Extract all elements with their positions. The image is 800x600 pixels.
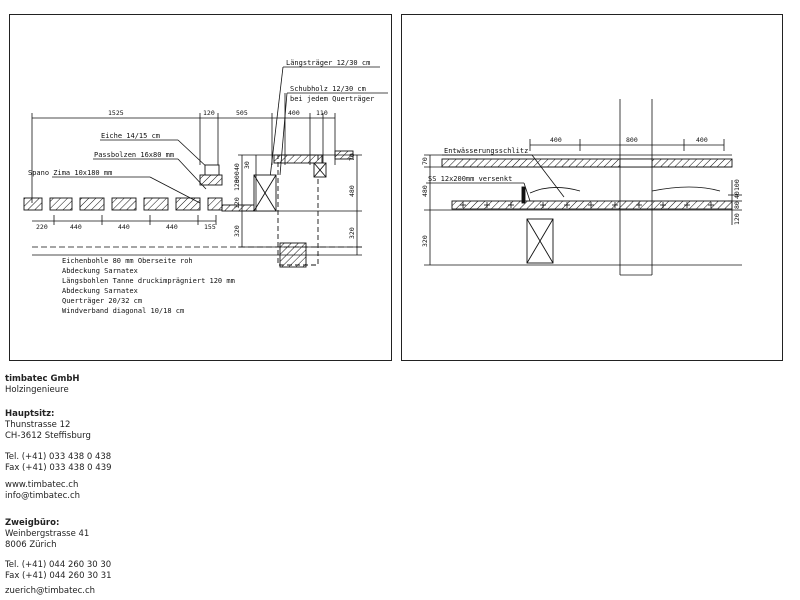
label-entwaesserung: Entwässerungsschlitz <box>444 147 528 155</box>
dim-bottom: 220 <box>36 223 48 231</box>
label-spano: Spano Zima 10x180 mm <box>28 169 112 177</box>
dim-vertical: 40 <box>233 163 241 171</box>
deck-board <box>49 197 73 211</box>
right-section-drawing: Entwässerungsschlitz SS 12x200mm versenk… <box>401 14 783 361</box>
branch-contact-block: Tel. (+41) 044 260 30 30 Fax (+41) 044 2… <box>5 560 112 582</box>
label-eiche: Eiche 14/15 cm <box>101 132 160 140</box>
label-schubholz: Schubholz 12/30 cm <box>290 85 366 93</box>
dim-vertical: 320 <box>233 225 241 237</box>
branch-block: Zweigbüro: Weinbergstrasse 41 8006 Züric… <box>5 518 89 551</box>
dim-vertical: 40 <box>733 191 741 199</box>
web-block: www.timbatec.ch info@timbatec.ch <box>5 480 80 502</box>
email-link[interactable]: info@timbatec.ch <box>5 491 81 501</box>
branch-fax: Fax (+41) 044 260 30 31 <box>5 571 112 581</box>
company-name: timbatec GmbH <box>5 374 80 384</box>
eiche-block <box>204 164 220 176</box>
note-line: Abdeckung Sarnatex <box>62 267 138 275</box>
screw-marks <box>460 202 714 208</box>
dim-top: 400 <box>550 136 562 144</box>
dim-vertical: 320 <box>421 235 429 247</box>
dim-top: 505 <box>236 109 248 117</box>
deck-board <box>23 197 43 211</box>
dim-top: 1525 <box>108 109 124 117</box>
dim-vertical: 120 <box>233 197 241 209</box>
dim-bottom: 440 <box>118 223 130 231</box>
dim-bottom: 440 <box>166 223 178 231</box>
hq-heading: Hauptsitz: <box>5 409 55 419</box>
hq-block: Hauptsitz: Thunstrasse 12 CH-3612 Steffi… <box>5 409 91 442</box>
dim-vertical: 120 <box>233 179 241 191</box>
oak-plank <box>199 174 223 186</box>
deck-board <box>143 197 169 211</box>
label-schubholz-note: bei jedem Querträger <box>290 95 374 103</box>
dim-vertical: 30 <box>243 161 251 169</box>
dim-vertical: 320 <box>348 227 356 239</box>
dim-top: 120 <box>203 109 215 117</box>
dim-vertical: 480 <box>421 185 429 197</box>
note-line: Windverband diagonal 10/18 cm <box>62 307 184 315</box>
dim-top: 110 <box>316 109 328 117</box>
branch-email-block: zuerich@timbatec.ch <box>5 586 95 597</box>
dim-vertical: 80 <box>733 201 741 209</box>
note-line: Längsbohlen Tanne druckimprägniert 120 m… <box>62 277 235 285</box>
hq-tel: Tel. (+41) 033 438 0 438 <box>5 452 112 462</box>
dim-bottom: 155 <box>204 223 216 231</box>
dim-vertical: 300 <box>233 171 241 183</box>
dim-vertical: 120 <box>733 213 741 225</box>
right-drawing-svg: Entwässerungsschlitz SS 12x200mm versenk… <box>421 99 742 276</box>
hq-fax: Fax (+41) 033 438 0 439 <box>5 463 112 473</box>
branch-tel: Tel. (+41) 044 260 30 30 <box>5 560 112 570</box>
hq-contact-block: Tel. (+41) 033 438 0 438 Fax (+41) 033 4… <box>5 452 112 474</box>
company-block: timbatec GmbH Holzingenieure <box>5 374 80 396</box>
label-ss: SS 12x200mm versenkt <box>428 175 512 183</box>
website-link[interactable]: www.timbatec.ch <box>5 480 79 490</box>
hq-street: Thunstrasse 12 <box>5 420 71 430</box>
drainage-curve <box>529 187 581 194</box>
left-drawing-svg: Längsträger 12/30 cm Schubholz 12/30 cm … <box>23 59 388 315</box>
dim-bottom: 440 <box>70 223 82 231</box>
note-line: Abdeckung Sarnatex <box>62 287 138 295</box>
dim-top: 400 <box>288 109 300 117</box>
deck-board <box>111 197 137 211</box>
deck-board <box>175 197 201 211</box>
company-subtitle: Holzingenieure <box>5 385 69 395</box>
dim-top: 400 <box>696 136 708 144</box>
branch-email-link[interactable]: zuerich@timbatec.ch <box>5 586 96 596</box>
dim-vertical: 100 <box>733 179 741 191</box>
column-cap <box>273 154 323 164</box>
dim-vertical: 480 <box>348 185 356 197</box>
deck-board <box>79 197 105 211</box>
note-line: Eichenbohle 80 mm Oberseite roh <box>62 257 193 265</box>
ss-bolt <box>521 186 526 204</box>
left-section-drawing: Längsträger 12/30 cm Schubholz 12/30 cm … <box>9 14 392 361</box>
top-deck-hatched <box>441 158 733 168</box>
column-foot <box>279 242 307 268</box>
right-deck-plank <box>334 150 354 160</box>
deck-board <box>207 197 223 211</box>
label-passbolzen: Passbolzen 16x80 mm <box>94 151 174 159</box>
branch-city: 8006 Zürich <box>5 540 57 550</box>
dim-vertical: 70 <box>421 157 429 165</box>
dim-top: 800 <box>626 136 638 144</box>
label-laengstraeger: Längsträger 12/30 cm <box>286 59 370 67</box>
note-line: Querträger 20/32 cm <box>62 297 142 305</box>
dim-vertical: 70 <box>348 153 356 161</box>
branch-street: Weinbergstrasse 41 <box>5 529 90 539</box>
branch-heading: Zweigbüro: <box>5 518 60 528</box>
hq-city: CH-3612 Steffisburg <box>5 431 91 441</box>
